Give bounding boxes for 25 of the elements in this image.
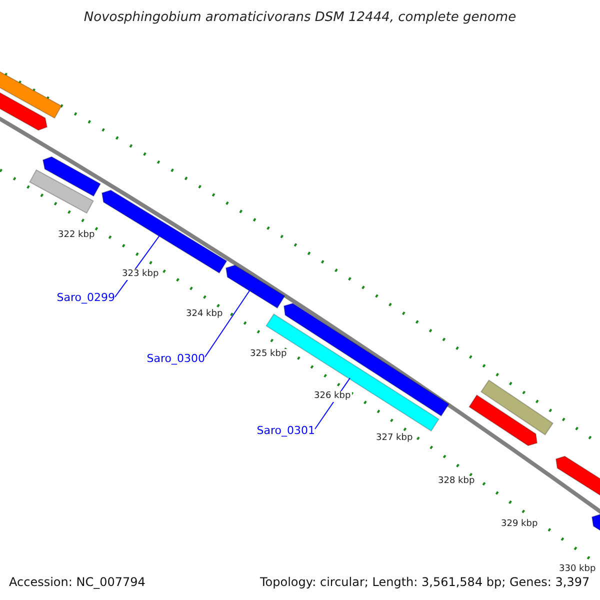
gene-feature	[225, 264, 286, 309]
position-label: 326 kbp	[313, 391, 352, 402]
title: Novosphingobium aromaticivorans DSM 12444, complete genome	[82, 11, 518, 24]
leader-line	[204, 290, 250, 358]
gene-feature	[0, 91, 48, 131]
position-label: 328 kbp	[437, 476, 476, 487]
gene-feature	[555, 456, 600, 497]
position-label: 322 kbp	[57, 230, 96, 241]
gene-feature	[0, 70, 62, 119]
gene-label: Saro_0299	[56, 292, 115, 303]
footer-text: Accession: NC_007794	[9, 576, 146, 588]
position-label: 324 kbp	[185, 309, 224, 320]
gene-feature	[591, 514, 600, 532]
gene-label: Saro_0300	[146, 353, 205, 364]
gene-feature	[29, 169, 94, 214]
gene-feature	[480, 380, 554, 436]
position-label: 325 kbp	[249, 349, 288, 360]
position-label: 323 kbp	[121, 269, 160, 280]
position-label: 330 kbp	[558, 564, 597, 575]
position-label: 327 kbp	[375, 433, 414, 444]
gene-label: Saro_0301	[256, 425, 315, 436]
gene-feature	[42, 156, 102, 197]
position-label: 329 kbp	[500, 519, 539, 530]
gene-feature	[468, 394, 538, 446]
footer-text: Topology: circular; Length: 3,561,584 bp; Genes: 3,397	[260, 576, 590, 588]
